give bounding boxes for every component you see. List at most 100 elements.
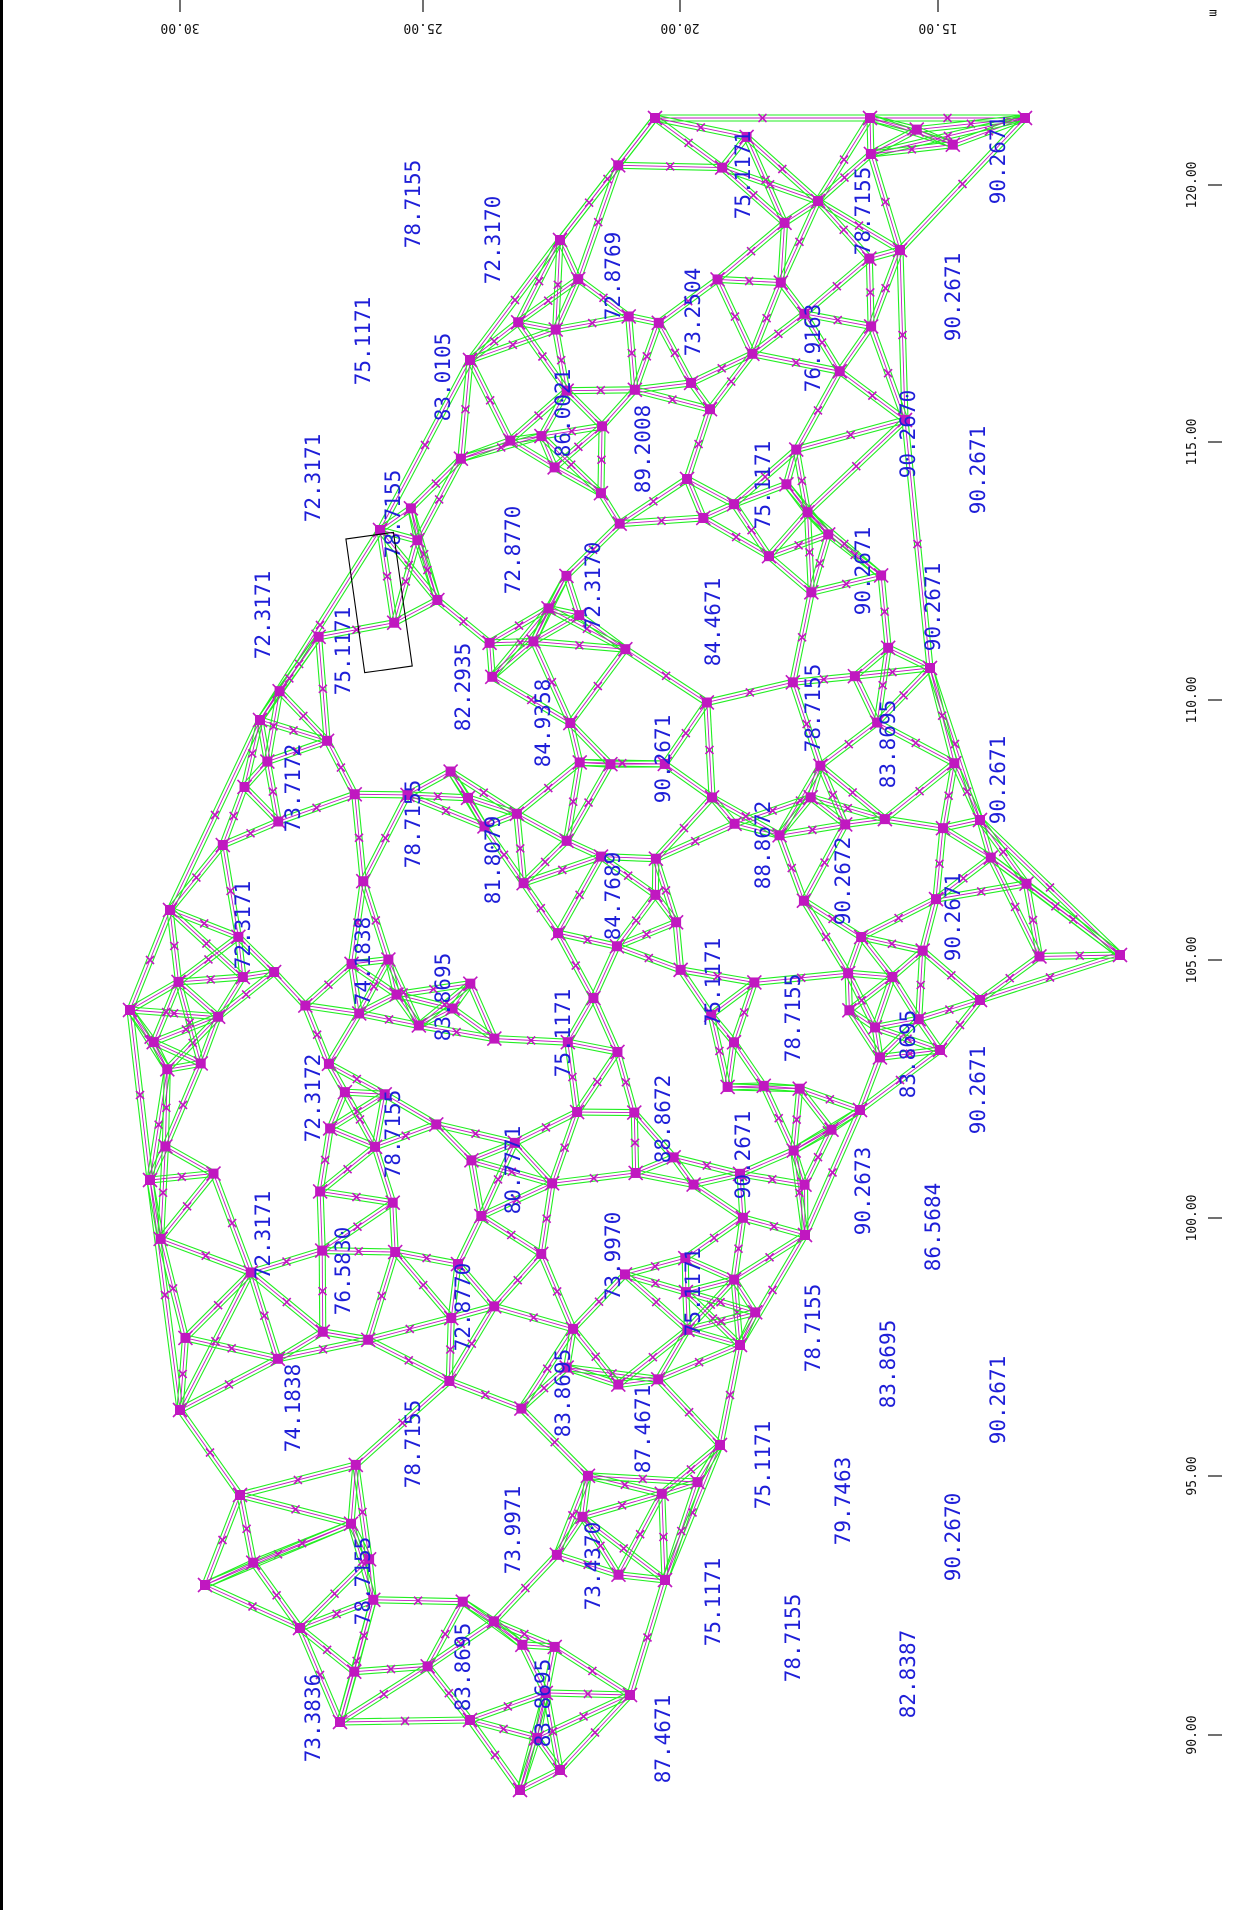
elevation-label: 83.8695 (531, 1659, 555, 1748)
strut-edge (616, 116, 653, 163)
elevation-label: 72.3170 (481, 196, 505, 285)
elevation-label: 75.1171 (331, 607, 355, 696)
top-tick-label: 15.00 (918, 20, 957, 35)
strut-midpoint-marker (766, 1253, 774, 1261)
strut-edge (340, 1723, 470, 1725)
strut-edge (861, 940, 923, 954)
top-tick-label: 25.00 (403, 20, 442, 35)
elevation-label: 73.2504 (681, 268, 705, 357)
strut-edge (204, 1588, 299, 1631)
strut-midpoint-marker (742, 812, 750, 820)
strut-midpoint-marker (1006, 974, 1014, 982)
strut-midpoint-marker (459, 617, 467, 625)
strut-edge (361, 794, 405, 880)
strut-midpoint-marker (242, 990, 250, 998)
elevation-label: 90.2672 (831, 837, 855, 926)
strut-edge (516, 239, 558, 321)
strut-edge (186, 1335, 278, 1356)
strut-edge (627, 1579, 662, 1694)
strut-edge (318, 620, 394, 634)
strut-midpoint-marker (685, 1408, 693, 1416)
elevation-label: 83.8695 (896, 1010, 920, 1099)
strut-midpoint-marker (576, 891, 584, 899)
strut-edge (420, 539, 440, 599)
strut-edge (631, 1113, 632, 1173)
strut-edge (168, 1065, 203, 1148)
elevation-label: 78.7155 (401, 780, 425, 869)
strut-midpoint-marker (511, 296, 519, 304)
strut-edge-core (687, 479, 734, 504)
strut-edge (708, 685, 794, 705)
strut-midpoint-marker (585, 199, 593, 207)
elevation-label: 87.4671 (651, 1695, 675, 1784)
strut-midpoint-marker (822, 933, 830, 941)
strut-edge (797, 423, 906, 453)
strut-edge (538, 1255, 570, 1330)
strut-midpoint-marker (849, 788, 857, 796)
strut-midpoint-marker (514, 1276, 522, 1284)
strut-edge-core (577, 1112, 634, 1113)
strut-edge (176, 983, 198, 1065)
strut-edge (1039, 952, 1120, 953)
elevation-label: 84.7689 (601, 852, 625, 941)
strut-edge (810, 800, 884, 822)
strut-midpoint-marker (778, 165, 786, 173)
strut-midpoint-marker (900, 691, 908, 699)
strut-edge (179, 1356, 277, 1407)
strut-edge (371, 1253, 398, 1341)
strut-midpoint-marker (956, 1021, 964, 1029)
elevation-label: 83.8695 (876, 700, 900, 789)
right-tick-label: 105.00 (1185, 937, 1200, 984)
elevation-label: 88.8672 (751, 801, 775, 890)
strut-edges (127, 114, 1122, 1793)
strut-edge (448, 1384, 520, 1412)
strut-midpoint-marker (868, 392, 876, 400)
strut-edge (633, 1581, 668, 1696)
strut-edge-core (855, 676, 877, 722)
elevation-label: 84.9358 (531, 679, 555, 768)
elevation-label: 78.7155 (851, 167, 875, 256)
elevation-label: 90.2671 (941, 253, 965, 342)
elevation-label: 76.9163 (801, 304, 825, 393)
strut-midpoint-marker (507, 1231, 515, 1239)
strut-midpoint-marker (959, 180, 967, 188)
strut-edge (777, 836, 801, 901)
strut-edge (239, 1462, 355, 1492)
strut-edge-core (345, 1092, 385, 1094)
right-tick-label: 120.00 (1185, 162, 1200, 209)
elevation-label: 90.2671 (966, 1046, 990, 1135)
strut-midpoint-marker (774, 330, 782, 338)
strut-edge (778, 284, 802, 315)
strut-edge (927, 669, 951, 764)
elevation-label: 83.8695 (451, 1623, 475, 1712)
strut-midpoint-marker (840, 226, 848, 234)
elevation-label: 90.2671 (986, 1356, 1010, 1445)
strut-edge (706, 679, 792, 699)
strut-midpoint-marker (727, 378, 735, 386)
strut-midpoint-marker (594, 682, 602, 690)
elevation-label: 90.2670 (896, 390, 920, 479)
elevation-label: 75.1171 (551, 989, 575, 1078)
strut-midpoint-marker (432, 480, 440, 488)
elevation-label: 72.3171 (251, 571, 275, 660)
strut-edge (561, 932, 596, 997)
strut-midpoint-marker (206, 1449, 214, 1457)
strut-midpoint-marker (585, 799, 593, 807)
strut-midpoint-marker (624, 872, 632, 880)
elevation-label: 87.4671 (631, 1385, 655, 1474)
strut-midpoint-marker (649, 497, 657, 505)
elevation-label: 73.9970 (601, 1212, 625, 1301)
strut-edge (655, 821, 734, 856)
elevation-label: 78.7155 (401, 1400, 425, 1489)
strut-edge (369, 1321, 452, 1343)
elevation-label: 73.4370 (581, 1522, 605, 1611)
strut-edge (658, 859, 659, 895)
strut-edge (684, 408, 707, 478)
strut-edge (127, 909, 167, 1009)
strut-midpoint-marker (649, 1353, 657, 1361)
elevation-label: 90.2671 (731, 1111, 755, 1200)
strut-midpoint-marker (747, 247, 755, 255)
